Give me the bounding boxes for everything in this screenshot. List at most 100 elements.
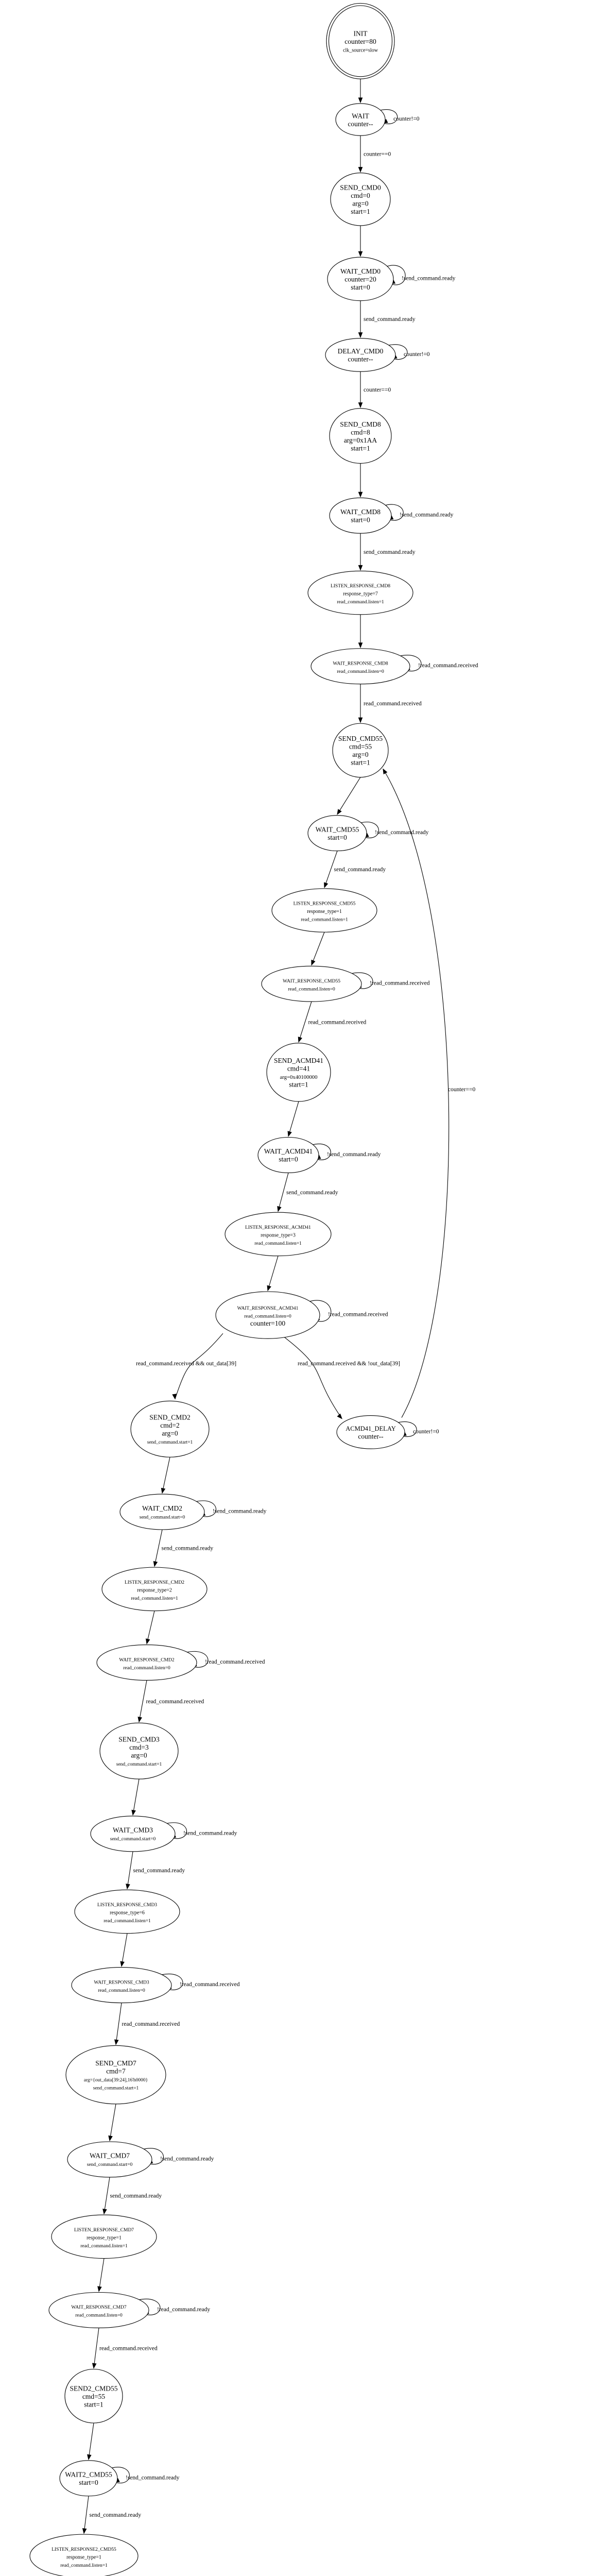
state-node-wait-response-cmd2[interactable]: WAIT_RESPONSE_CMD2 read_command.listen=0: [96, 1644, 197, 1681]
node-outline: [74, 1889, 180, 1934]
edge-label: !read_command.received: [328, 1312, 388, 1318]
edge-label: read_command.received: [364, 701, 422, 707]
self-loop-edge: [111, 2467, 130, 2484]
node-action-line: cmd=8: [351, 428, 370, 436]
self-loop-edge: [387, 265, 406, 285]
node-action-line: response_type=3: [261, 1232, 296, 1238]
state-node-wait-response-acmd41[interactable]: WAIT_RESPONSE_ACMD41 read_command.listen=…: [215, 1291, 320, 1339]
self-loop-edge: [360, 822, 379, 838]
node-outline: [90, 1816, 176, 1852]
edge-label: send_command.ready: [133, 1868, 185, 1874]
edge-label: !read_command.received: [180, 1981, 240, 1988]
edge-arrowhead: [383, 768, 388, 775]
edge-label: read_command.received: [122, 2021, 180, 2027]
edge-send_cmd55-to-wait_cmd55: [337, 777, 361, 815]
edge-label: !read_command.ready: [157, 2307, 210, 2313]
state-node-listen-response-cmd8[interactable]: LISTEN_RESPONSE_CMD8response_type=7read_…: [307, 570, 413, 615]
node-title: SEND_CMD55: [338, 735, 383, 742]
edge-arrowhead: [137, 1717, 143, 1723]
node-outline: [329, 408, 392, 464]
node-title: WAIT2_CMD55: [65, 2471, 112, 2479]
node-outline: [71, 1967, 172, 2004]
edge-label: send_command.ready: [90, 2512, 142, 2518]
edge-label: send_command.ready: [364, 316, 416, 323]
state-node-send-cmd7[interactable]: SEND_CMD7cmd=7arg={out_data[39:24],16'h0…: [65, 2045, 166, 2105]
state-node-listen-response-cmd55[interactable]: LISTEN_RESPONSE_CMD55response_type=1read…: [271, 888, 377, 933]
node-action-line: start=1: [289, 1080, 308, 1088]
node-outline: [261, 965, 362, 1002]
edge-arrowhead: [82, 2528, 87, 2534]
node-outline: [67, 2141, 152, 2178]
node-outline: [48, 2292, 149, 2328]
edge-listen_response_acmd41-to-wait_response_acmd41: [267, 1256, 279, 1291]
node-action-line: start=0: [327, 834, 347, 841]
edge-wait_response_cmd55-to-send_acmd41: [298, 1001, 312, 1042]
node-outline: [310, 648, 410, 685]
node-title: SEND_CMD0: [340, 184, 381, 192]
node-title: LISTEN_RESPONSE_CMD55: [294, 901, 356, 906]
node-outline: [215, 1291, 320, 1339]
edge-label: read_command.received && out_data[39]: [136, 1361, 236, 1367]
node-action-line: clk_source=slow: [343, 47, 378, 53]
node-outline: [225, 1212, 332, 1257]
state-node-listen-response-cmd3[interactable]: LISTEN_RESPONSE_CMD3response_type=6read_…: [74, 1889, 180, 1934]
edge-send_cmd7-to-wait_cmd7: [109, 2104, 116, 2141]
node-action-line: read_command.listen=1: [80, 2244, 128, 2249]
state-node-listen-response-cmd7[interactable]: LISTEN_RESPONSE_CMD7response_type=1read_…: [51, 2214, 157, 2259]
node-title: WAIT_RESPONSE_ACMD41: [237, 1306, 299, 1311]
edge-arrowhead: [358, 97, 363, 104]
edge-arrowhead: [114, 2039, 119, 2045]
node-title: WAIT_CMD55: [316, 825, 359, 833]
state-node-listen-response2-cmd55[interactable]: LISTEN_RESPONSE2_CMD55response_type=1rea…: [29, 2534, 139, 2576]
node-action-line: start=1: [351, 208, 370, 215]
edge-send2_cmd55-to-wait2_cmd55: [88, 2422, 94, 2460]
node-outline: [335, 103, 386, 136]
edge-label: counter!=0: [404, 351, 430, 358]
node-action-line: send_command.start=0: [87, 2162, 133, 2167]
node-outline: [307, 815, 367, 852]
node-action-line: read_command.listen=0: [123, 1666, 170, 1671]
node-title: WAIT_RESPONSE_CMD2: [119, 1657, 174, 1663]
edge-label: !send_command.ready: [327, 1151, 381, 1158]
edge-listen_response_cmd7-to-wait_response_cmd7: [98, 2258, 105, 2292]
node-title: DELAY_CMD0: [338, 347, 384, 355]
node-action-line: arg=0x40100000: [280, 1074, 317, 1080]
node-title: ACMD41_DELAY: [346, 1425, 395, 1432]
node-action-line: arg=0: [131, 1751, 147, 1759]
node-action-line: arg=0x1AA: [344, 436, 377, 444]
node-action-line: read_command.listen=0: [244, 1314, 291, 1319]
edge-arrowhead: [298, 1037, 303, 1043]
edge-wait_cmd2-to-listen_response_cmd2: [154, 1529, 163, 1567]
state-node-listen-response-cmd2[interactable]: LISTEN_RESPONSE_CMD2response_type=2read_…: [101, 1567, 208, 1612]
node-outline: [130, 1400, 210, 1458]
node-action-line: arg=0: [352, 751, 369, 758]
edge-arrowhead: [120, 1961, 125, 1967]
node-outline: [119, 1494, 205, 1530]
node-action-line: start=1: [84, 2400, 103, 2408]
edge-arrowhead: [131, 1809, 136, 1816]
state-node-listen-response-acmd41[interactable]: LISTEN_RESPONSE_ACMD41response_type=3rea…: [225, 1212, 332, 1257]
